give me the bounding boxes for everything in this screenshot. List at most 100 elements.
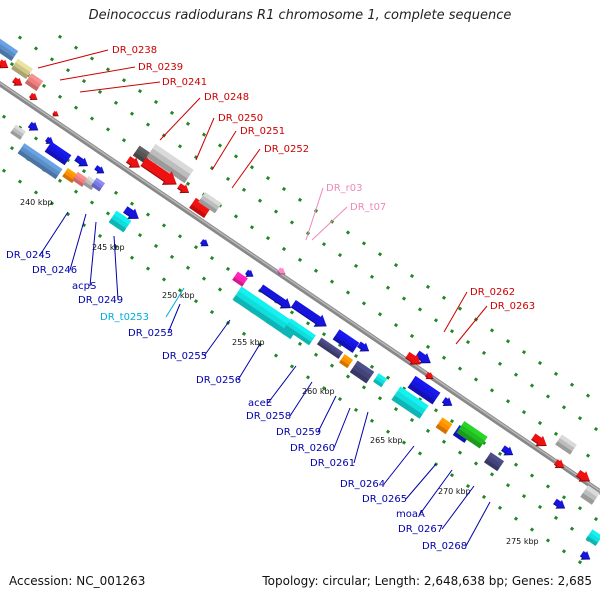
gene-feature-block[interactable]	[52, 110, 60, 118]
gene-feature-block[interactable]	[373, 373, 387, 388]
gene-feature-block[interactable]	[10, 124, 26, 140]
tick-mark	[41, 83, 47, 88]
tick-mark	[409, 417, 415, 423]
gene-feature-block[interactable]	[580, 485, 600, 505]
gene-feature-block[interactable]	[258, 282, 295, 312]
gene-label[interactable]: DR_0241	[162, 77, 207, 88]
gene-label[interactable]: DR_0239	[138, 62, 183, 73]
gene-block-shadow	[452, 431, 467, 443]
gene-feature-block[interactable]	[108, 210, 132, 233]
gene-feature-block[interactable]	[0, 36, 19, 61]
gene-feature-block[interactable]	[284, 318, 316, 346]
gene-feature-block[interactable]	[198, 192, 222, 214]
gene-label[interactable]: DR_t0253	[100, 312, 149, 323]
gene-arrow-shade	[553, 463, 565, 469]
gene-feature-block[interactable]	[530, 432, 550, 451]
gene-label[interactable]: DR_0263	[490, 301, 535, 312]
gene-feature-block[interactable]	[290, 298, 331, 332]
gene-feature-block[interactable]	[276, 266, 287, 277]
gene-feature-block[interactable]	[316, 337, 344, 359]
gene-feature-block[interactable]	[332, 329, 360, 353]
gene-label[interactable]: DR_0256	[196, 375, 241, 386]
gene-feature-block[interactable]	[585, 529, 600, 547]
gene-label[interactable]: DR_0260	[290, 443, 335, 454]
tick-mark	[161, 277, 167, 282]
gene-feature-block[interactable]	[232, 286, 300, 340]
gene-label[interactable]: DR_t07	[350, 202, 386, 213]
gene-feature-block[interactable]	[11, 76, 24, 89]
gene-feature-block[interactable]	[500, 444, 516, 459]
gene-feature-block[interactable]	[407, 375, 441, 405]
gene-label[interactable]: DR_0259	[276, 427, 321, 438]
tick-mark	[457, 366, 463, 371]
gene-label[interactable]: DR_0238	[112, 45, 157, 56]
gene-feature-block[interactable]	[199, 238, 210, 249]
gene-label[interactable]: DR_0245	[6, 250, 51, 261]
gene-leader-line	[113, 235, 119, 301]
gene-feature-block[interactable]	[28, 92, 39, 103]
gene-label[interactable]: DR_0268	[422, 541, 467, 552]
gene-feature-block[interactable]	[484, 452, 504, 472]
gene-feature-block[interactable]	[125, 154, 143, 172]
gene-label[interactable]: DR_0250	[218, 113, 263, 124]
gene-label[interactable]: DR_0253	[128, 328, 173, 339]
gene-label[interactable]: DR_r03	[326, 183, 362, 194]
gene-feature-block[interactable]	[349, 360, 375, 384]
gene-label[interactable]: DR_0261	[310, 458, 355, 469]
gene-feature-block[interactable]	[91, 177, 105, 192]
gene-label[interactable]: DR_0265	[362, 494, 407, 505]
gene-feature-block[interactable]	[456, 421, 488, 449]
gene-feature-block[interactable]	[244, 268, 255, 279]
gene-feature-block[interactable]	[44, 141, 72, 166]
gene-feature-block[interactable]	[575, 468, 593, 486]
gene-feature-block[interactable]	[404, 350, 424, 369]
gene-label[interactable]: DR_0267	[398, 524, 443, 535]
gene-feature-block[interactable]	[232, 271, 248, 287]
gene-label[interactable]: DR_0246	[32, 265, 77, 276]
gene-label[interactable]: DR_0255	[162, 351, 207, 362]
gene-feature-block[interactable]	[391, 386, 429, 419]
gene-feature-block[interactable]	[94, 164, 107, 176]
gene-label[interactable]: DR_0258	[246, 411, 291, 422]
gene-feature-block[interactable]	[579, 549, 593, 563]
gene-feature-block[interactable]	[11, 58, 33, 79]
tick-mark	[529, 473, 535, 478]
gene-label[interactable]: DR_0248	[204, 92, 249, 103]
gene-feature-block[interactable]	[72, 171, 88, 187]
gene-feature-block[interactable]	[0, 58, 11, 72]
tick-mark	[217, 143, 223, 148]
gene-label[interactable]: DR_0251	[240, 126, 285, 137]
gene-feature-block[interactable]	[553, 458, 567, 472]
tick-mark	[497, 505, 503, 510]
gene-feature-block[interactable]	[555, 434, 577, 455]
gene-block	[24, 73, 44, 92]
gene-label[interactable]: DR_0262	[470, 287, 515, 298]
gene-feature-block[interactable]	[339, 354, 353, 369]
gene-arrow	[0, 59, 9, 68]
gene-feature-block[interactable]	[435, 417, 453, 435]
tick-mark	[497, 451, 503, 456]
gene-label[interactable]: moaA	[396, 509, 425, 520]
gene-feature-block[interactable]	[552, 497, 568, 512]
gene-feature-block[interactable]	[17, 143, 63, 180]
gene-feature-block[interactable]	[122, 204, 142, 223]
gene-feature-block[interactable]	[27, 120, 41, 134]
gene-block	[407, 375, 441, 405]
gene-feature-block[interactable]	[441, 396, 455, 410]
gene-feature-block[interactable]	[176, 182, 192, 197]
gene-label[interactable]: DR_0264	[340, 479, 385, 490]
gene-label[interactable]: DR_0252	[264, 144, 309, 155]
tick-row	[1, 114, 599, 522]
gene-feature-block[interactable]	[146, 143, 194, 184]
gene-label[interactable]: acpS	[72, 281, 96, 292]
gene-feature-block[interactable]	[24, 73, 44, 92]
gene-arrow	[259, 284, 291, 308]
gene-feature-block[interactable]	[424, 371, 435, 382]
gene-feature-block[interactable]	[73, 154, 90, 170]
gene-feature-block[interactable]	[44, 135, 55, 146]
gene-label[interactable]: DR_0249	[78, 295, 123, 306]
gene-arrow-shade	[200, 242, 209, 247]
gene-label[interactable]: aceE	[248, 398, 272, 409]
gene-feature-block[interactable]	[139, 155, 181, 191]
gene-feature-block[interactable]	[356, 340, 372, 355]
